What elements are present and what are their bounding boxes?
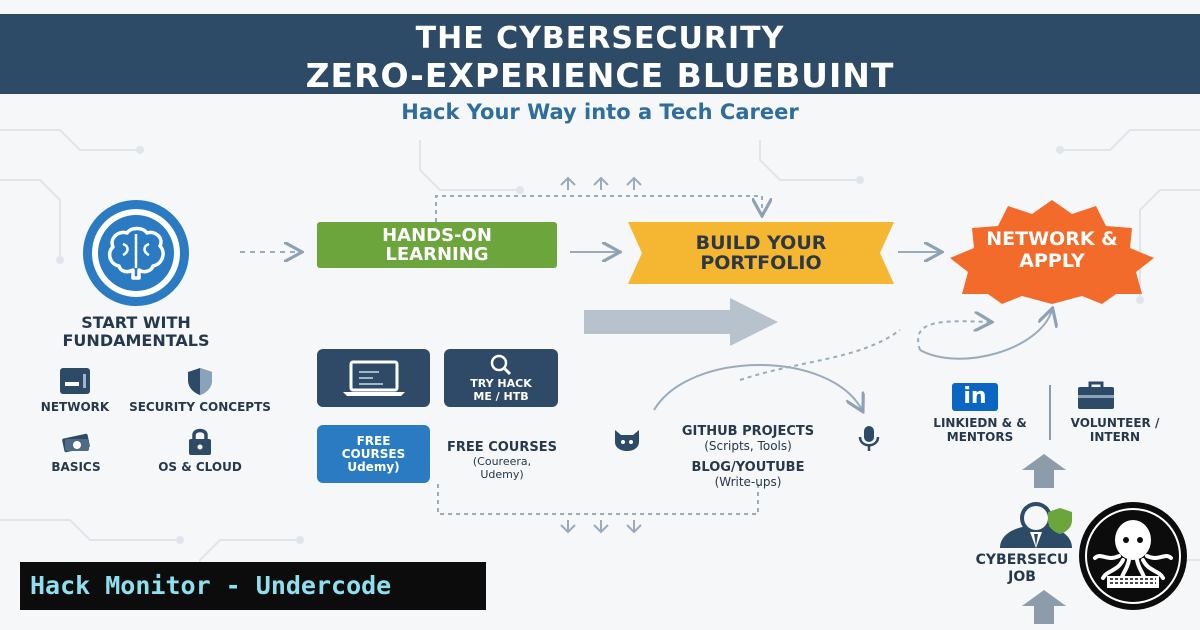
briefcase-icon [1078,381,1114,409]
blog-detail: (Write-ups) [714,475,782,489]
fundamentals-label: START WITH FUNDAMENTALS [62,313,210,350]
step-build-portfolio: BUILD YOUR PORTFOLIO [628,222,894,284]
server-icon [60,368,90,394]
brain-icon [83,200,189,306]
title-line-2: ZERO-EXPERIENCE BLUEBUINT [305,56,895,95]
linkedin-logo: in [952,383,998,411]
professional-avatar-icon [1000,502,1072,548]
fundamentals-item-label: BASICS [51,460,101,474]
starburst-shape [950,200,1154,304]
tile-free-courses: FREE COURSES Udemy) [317,425,430,483]
tile-tryhackme: TRY HACK ME / HTB [444,349,558,407]
cybersecurity-job-label: CYBERSECU JOB [975,552,1069,585]
fundamentals-item-security: SECURITY CONCEPTS [124,366,276,414]
linkedin-mentors-label: LINKIEDN & & MENTORS [933,416,1027,444]
money-icon [62,433,90,453]
laptop-icon [342,360,405,396]
watermark-label: Hack Monitor - Undercode [20,562,486,610]
brain-badge [51,200,221,306]
step-hands-on-learning: HANDS-ON LEARNING [317,222,557,268]
fundamentals-item-basics: BASICS [36,426,116,474]
microphone-icon [858,426,880,451]
lock-icon [189,428,211,455]
ribbon-shape [628,222,894,284]
tile-laptop [317,349,430,407]
subtitle: Hack Your Way into a Tech Career [401,100,799,124]
free-courses-text: FREE COURSES (Coureera, Udemy) [438,440,566,481]
free-courses-title: FREE COURSES [447,440,557,455]
fundamentals-item-label: OS & CLOUD [158,460,242,474]
fundamentals-item-label: SECURITY CONCEPTS [129,400,271,414]
blog-youtube: BLOG/YOUTUBE (Write-ups) [668,460,828,489]
step-network-apply-label: NETWORK & APPLY [986,228,1118,272]
fundamentals-item-label: NETWORK [40,400,110,414]
title-line-1: THE CYBERSECURITY [415,21,785,56]
github-projects: GITHUB PROJECTS (Scripts, Tools) [668,424,828,453]
tryhackme-label: TRY HACK ME / HTB [470,377,532,403]
github-title: GITHUB PROJECTS [681,424,815,439]
free-courses-tile-label: FREE COURSES Udemy) [341,433,406,474]
fundamentals-item-network: NETWORK [30,366,120,414]
fundamentals-item-os-cloud: OS & CLOUD [150,426,250,474]
free-courses-detail: (Coureera, Udemy) [472,455,532,481]
linkedin-icon: in [963,384,987,409]
step-network-apply: NETWORK & APPLY [950,200,1154,304]
title-banner: THE CYBERSECURITY ZERO-EXPERIENCE BLUEBU… [0,14,1200,94]
github-detail: (Scripts, Tools) [704,439,792,453]
step-build-portfolio-label: BUILD YOUR PORTFOLIO [695,232,827,274]
blog-title: BLOG/YOUTUBE [691,460,805,475]
shield-icon [188,368,212,395]
magnifier-icon [490,354,512,376]
octopus-logo-icon [1079,502,1187,610]
volunteer-label: VOLUNTEER / INTERN [1070,416,1160,444]
cat-icon [615,430,639,451]
